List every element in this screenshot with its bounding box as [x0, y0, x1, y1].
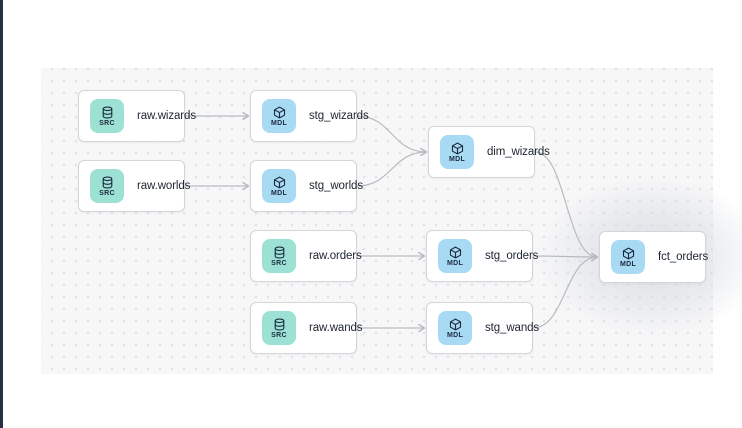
lineage-canvas[interactable]: SRC raw.wizards MDL stg_wizards SRC raw.… [41, 68, 742, 374]
badge-label: MDL [619, 260, 637, 268]
node-label: fct_orders [658, 251, 709, 263]
node-stg-orders[interactable]: MDL stg_orders [426, 230, 538, 282]
edges-layer [184, 111, 599, 333]
edge-stg-wands-to-fct-orders [532, 252, 599, 329]
cube-icon [449, 318, 461, 330]
node-type-badge: SRC [262, 239, 296, 273]
cube-icon [273, 176, 285, 188]
node-label: raw.wizards [137, 110, 196, 122]
node-type-badge: MDL [262, 99, 296, 133]
edge-stg-orders-to-fct-orders [532, 252, 599, 262]
badge-label: MDL [446, 259, 464, 267]
node-dim-wizards[interactable]: MDL dim_wizards [428, 126, 550, 178]
node-label: stg_orders [485, 250, 539, 262]
node-type-badge: MDL [262, 169, 296, 203]
badge-label: SRC [271, 331, 287, 339]
node-label: raw.wands [309, 322, 363, 334]
node-label: dim_wizards [487, 146, 550, 158]
edge-stg-wizards-to-dim-wizards [356, 115, 428, 157]
database-icon [102, 105, 112, 119]
node-stg-worlds[interactable]: MDL stg_worlds [250, 160, 363, 212]
node-raw-worlds[interactable]: SRC raw.worlds [78, 160, 190, 212]
badge-label: MDL [446, 331, 464, 339]
cube-icon [273, 106, 285, 118]
node-raw-wands[interactable]: SRC raw.wands [250, 302, 363, 354]
node-type-badge: MDL [440, 135, 474, 169]
node-label: stg_worlds [309, 180, 363, 192]
node-label: stg_wizards [309, 110, 369, 122]
nodes-layer: SRC raw.wizards MDL stg_wizards SRC raw.… [41, 68, 713, 374]
badge-label: SRC [271, 259, 287, 267]
node-type-badge: MDL [611, 240, 645, 274]
node-label: raw.worlds [137, 180, 191, 192]
node-label: stg_wands [485, 322, 540, 334]
node-type-badge: SRC [90, 99, 124, 133]
window-edge-strip [0, 0, 3, 428]
node-type-badge: MDL [438, 311, 472, 345]
badge-label: SRC [99, 119, 115, 127]
node-raw-wizards[interactable]: SRC raw.wizards [78, 90, 196, 142]
badge-label: MDL [270, 119, 288, 127]
database-icon [102, 175, 112, 189]
cube-icon [622, 247, 634, 259]
node-label: raw.orders [309, 250, 362, 262]
node-stg-wands[interactable]: MDL stg_wands [426, 302, 539, 354]
edge-dim-wizards-to-fct-orders [534, 151, 599, 262]
database-icon [274, 317, 284, 331]
database-icon [274, 245, 284, 259]
node-stg-wizards[interactable]: MDL stg_wizards [250, 90, 369, 142]
badge-label: SRC [99, 189, 115, 197]
node-type-badge: MDL [438, 239, 472, 273]
cube-icon [451, 142, 463, 154]
badge-label: MDL [270, 189, 288, 197]
node-fct-orders[interactable]: MDL fct_orders [599, 231, 709, 283]
node-type-badge: SRC [262, 311, 296, 345]
edge-stg-worlds-to-dim-wizards [356, 147, 428, 187]
node-type-badge: SRC [90, 169, 124, 203]
cube-icon [449, 246, 461, 258]
badge-label: MDL [448, 155, 466, 163]
node-raw-orders[interactable]: SRC raw.orders [250, 230, 362, 282]
